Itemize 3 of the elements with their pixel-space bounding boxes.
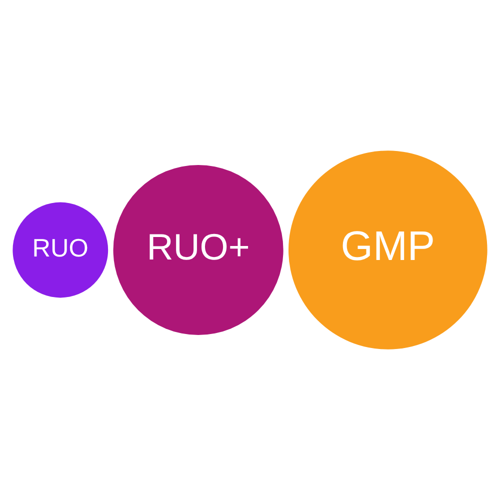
node-circle: RUO xyxy=(12,202,108,298)
node-circle: RUO+ xyxy=(113,164,284,336)
node-circle: GMP xyxy=(288,150,488,350)
